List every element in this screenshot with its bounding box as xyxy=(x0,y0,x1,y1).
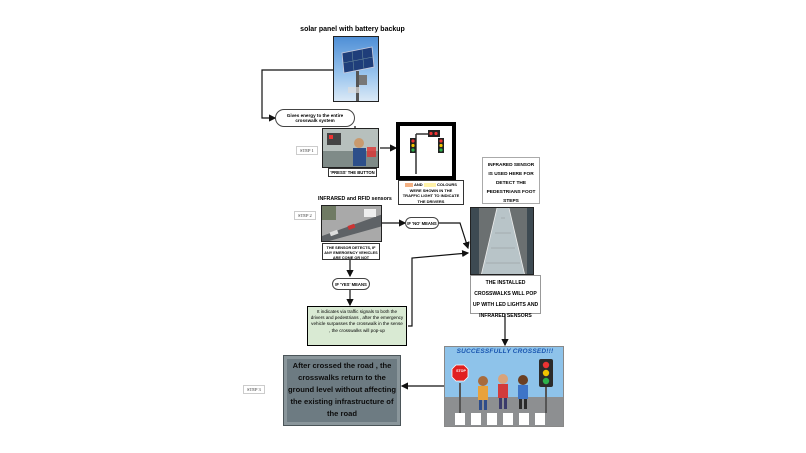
colours-description-text: COLOURS WERE SHOWN IN THE TRAFFIC LIGHT … xyxy=(402,182,460,204)
energy-description-text: Gives energy to the entire crosswalk sys… xyxy=(286,112,344,124)
yes-branch-text: IF 'YES' MEANS xyxy=(335,281,367,287)
return-to-ground-box: After crossed the road , the crosswalks … xyxy=(283,355,401,426)
orange-swatch-icon xyxy=(405,182,414,187)
colours-and-text: AND xyxy=(414,182,423,187)
sensor-detects-box: THE SENSOR DETECTS, IF ANY EMERGENCY VEH… xyxy=(322,243,380,260)
traffic-light-image xyxy=(396,122,456,180)
step3-label: STEP 3 xyxy=(243,385,265,394)
solar-panel-title: solar panel with battery backup xyxy=(300,26,405,33)
step2-label: STEP 2 xyxy=(294,211,316,220)
success-banner-text: SUCCESSFULLY CROSSED!!! xyxy=(456,348,554,355)
solar-panel-image xyxy=(333,36,379,102)
installed-crosswalks-box: THE INSTALLED CROSSWALKS WILL POP UP WIT… xyxy=(470,275,541,319)
sensors-title: INFRARED and RFID sensors xyxy=(318,196,392,202)
road-sensor-image xyxy=(321,205,382,242)
infrared-sensor-box: INFRARED SENSOR IS USED HERE FOR DETECT … xyxy=(482,157,540,204)
step1-label: STEP 1 xyxy=(296,146,318,155)
arrow-indicates-to-walkway xyxy=(408,249,470,327)
indicates-description-box: It indicates via traffic signals to both… xyxy=(307,306,407,346)
colours-description-box: AND COLOURS WERE SHOWN IN THE TRAFFIC LI… xyxy=(398,180,464,205)
press-button-image xyxy=(322,128,379,168)
walkway-image xyxy=(470,207,534,275)
yes-branch-pill: IF 'YES' MEANS xyxy=(332,278,370,290)
stop-sign-icon: STOP xyxy=(456,369,466,373)
yellow-swatch-icon xyxy=(423,182,436,187)
arrow-no-to-walkway xyxy=(438,222,470,250)
success-crossing-image: SUCCESSFULLY CROSSED!!! STOP xyxy=(444,346,564,427)
no-branch-pill: IF 'NO' MEANS xyxy=(405,217,439,229)
no-branch-text: IF 'NO' MEANS xyxy=(407,220,437,226)
energy-description-pill: Gives energy to the entire crosswalk sys… xyxy=(275,109,355,127)
arrow-solar-loop xyxy=(261,69,333,122)
press-button-label: 'PRESS' THE BUTTON xyxy=(328,168,377,177)
